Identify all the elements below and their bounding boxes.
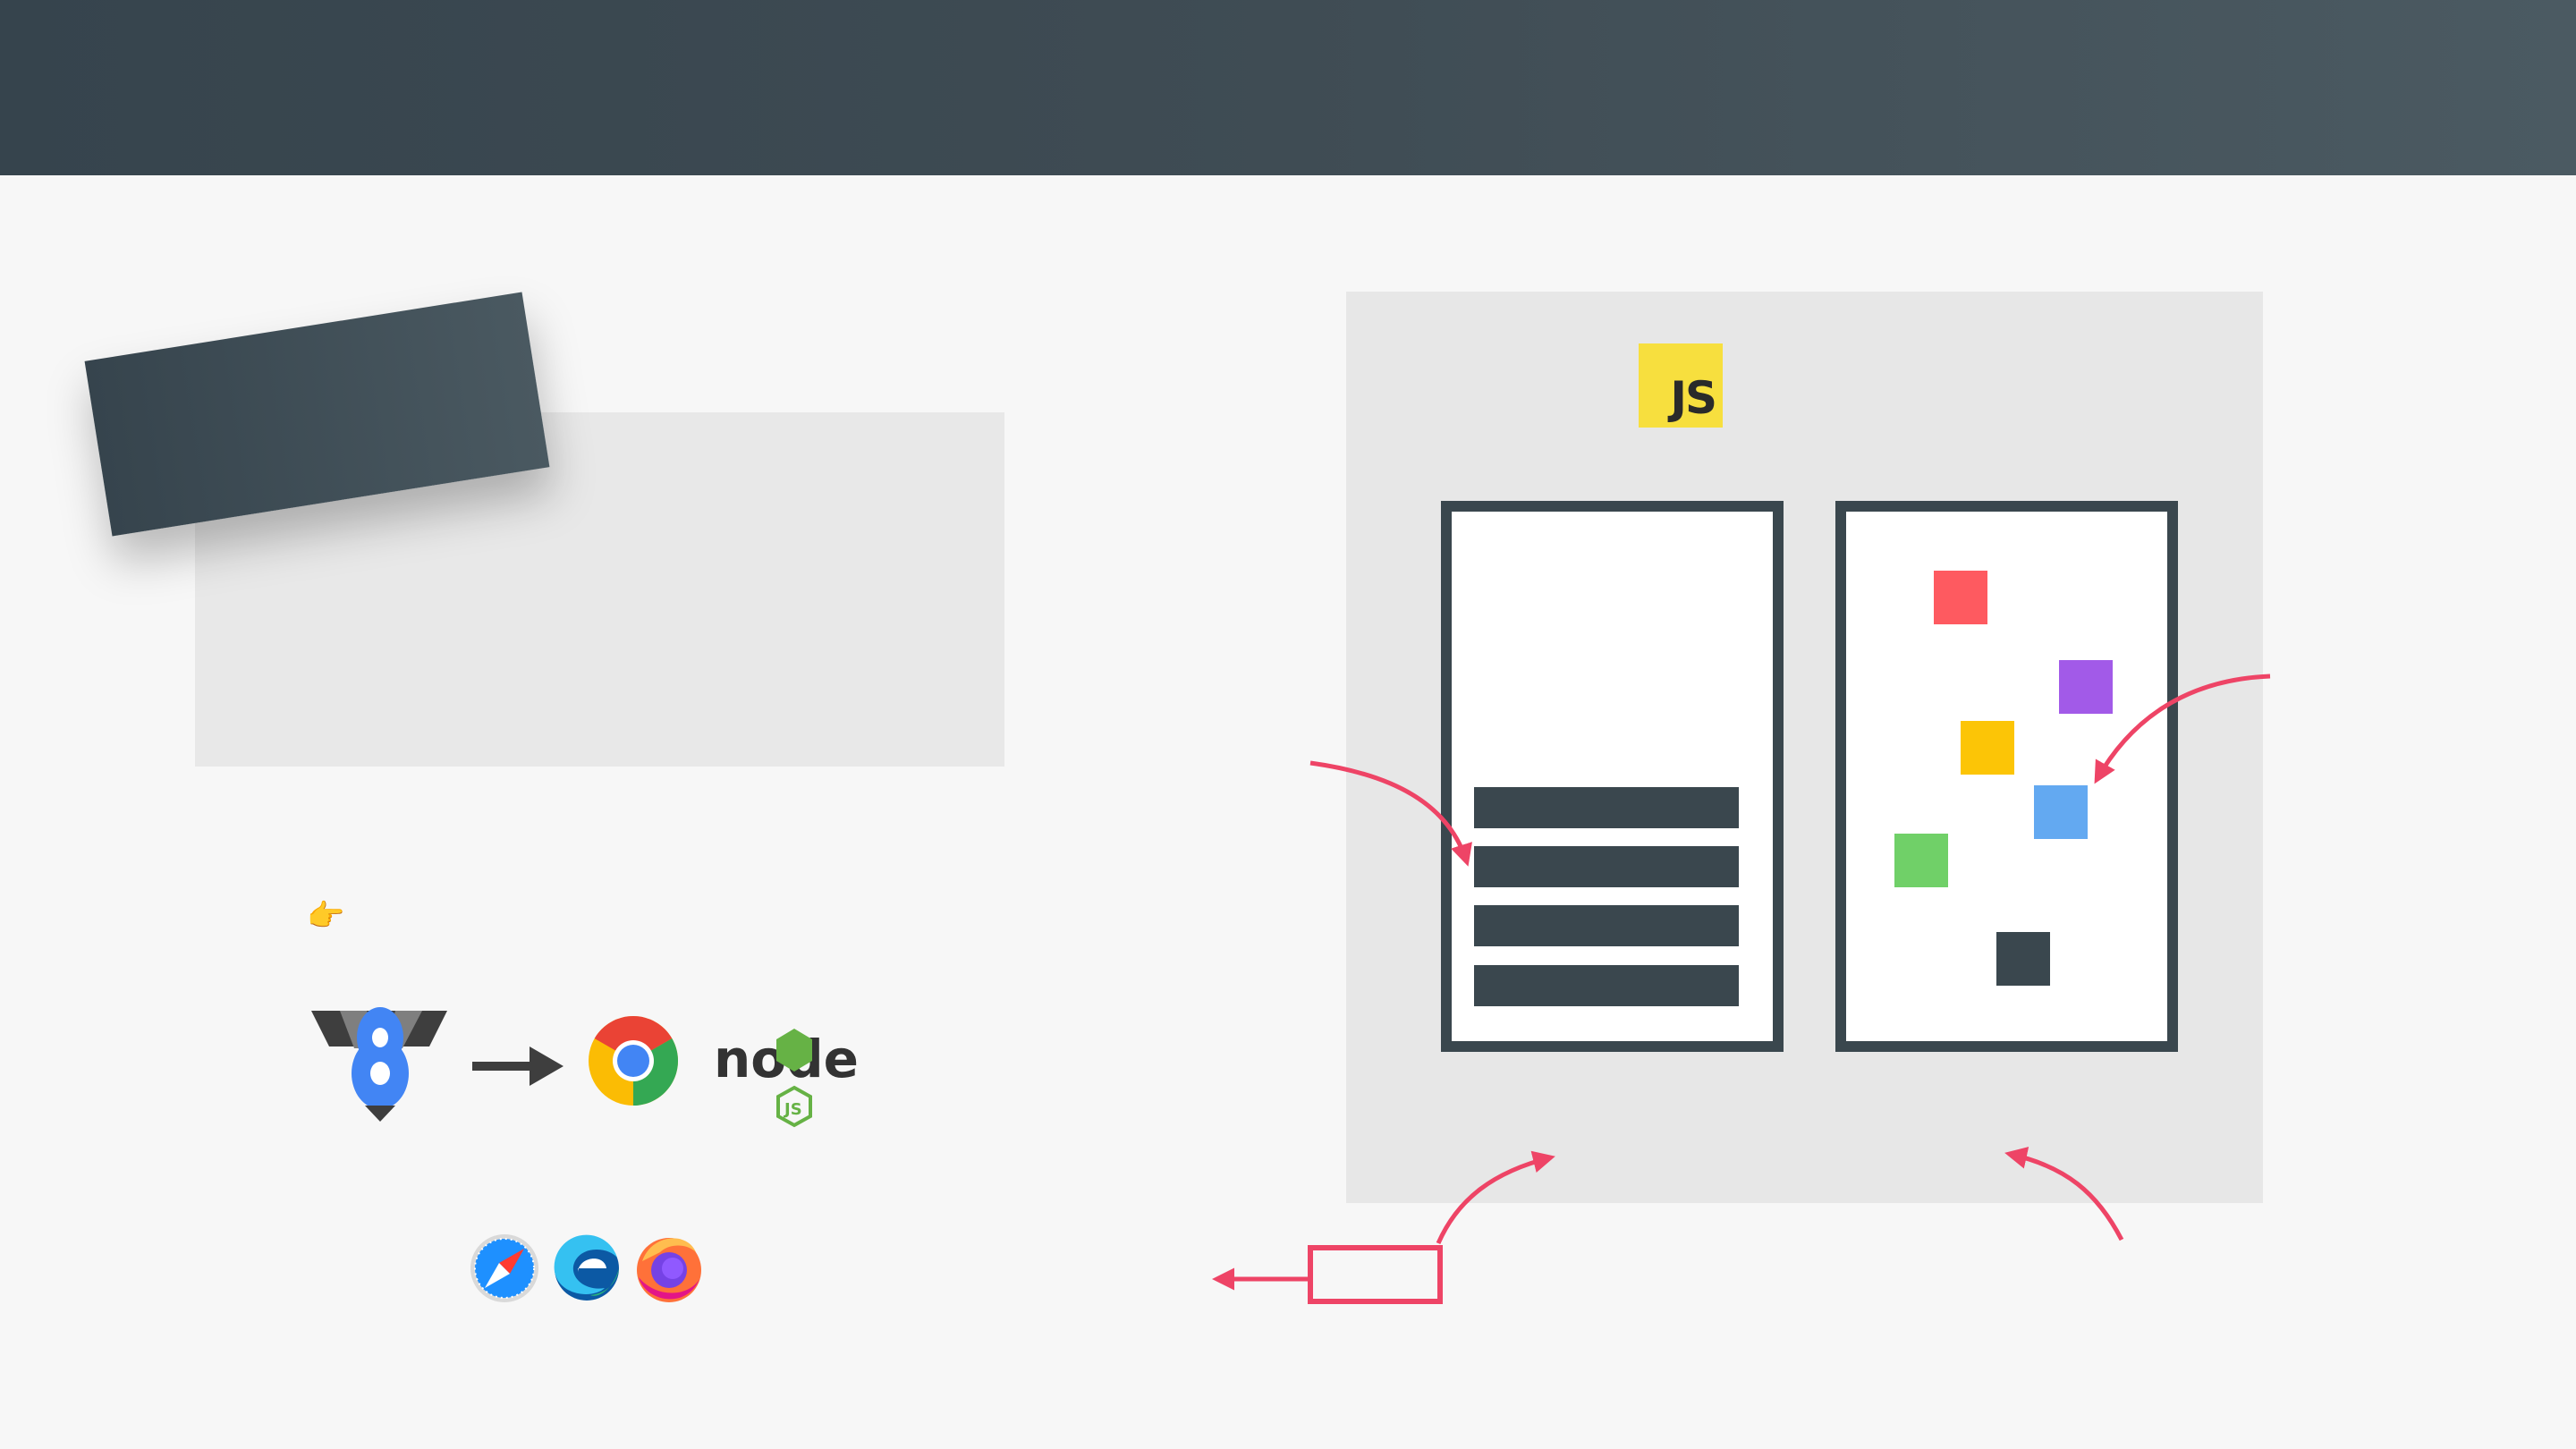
js-badge-label: JS — [1670, 372, 1717, 424]
heap-object — [1934, 571, 1987, 624]
heap-object — [2034, 785, 2088, 839]
call-stack-panel — [1441, 501, 1784, 1052]
chrome-logo-icon — [589, 1016, 678, 1106]
stack-frame — [1474, 965, 1739, 1006]
edge-logo-icon — [554, 1234, 619, 1301]
annotation-arrow-right-up — [2004, 1147, 2124, 1241]
annotation-box — [1308, 1245, 1443, 1304]
stack-frame — [1474, 846, 1739, 887]
heap-object — [1996, 932, 2050, 986]
stack-frame — [1474, 787, 1739, 828]
safari-logo-icon — [470, 1234, 538, 1302]
nodejs-logo-icon: node JS — [714, 1029, 859, 1128]
heap-object — [1961, 721, 2014, 775]
annotation-arrow-heap — [2094, 674, 2271, 784]
browser-logos — [465, 1225, 716, 1315]
engine-logos: node JS — [304, 984, 894, 1136]
v8-logo-icon — [311, 1007, 447, 1122]
header-bar — [0, 0, 2576, 175]
annotation-arrow-stack — [1309, 760, 1472, 867]
firefox-logo-icon — [637, 1238, 701, 1302]
arrow-right-icon — [472, 1046, 564, 1086]
heap-object — [1894, 834, 1948, 887]
js-logo-icon: JS — [1639, 343, 1723, 428]
heap-panel — [1835, 501, 2178, 1052]
stack-frame — [1474, 905, 1739, 946]
annotation-arrow-box-up — [1436, 1150, 1555, 1245]
heap-object — [2059, 660, 2113, 714]
svg-text:JS: JS — [783, 1100, 802, 1119]
pointing-hand-icon: 👉 — [307, 899, 345, 933]
